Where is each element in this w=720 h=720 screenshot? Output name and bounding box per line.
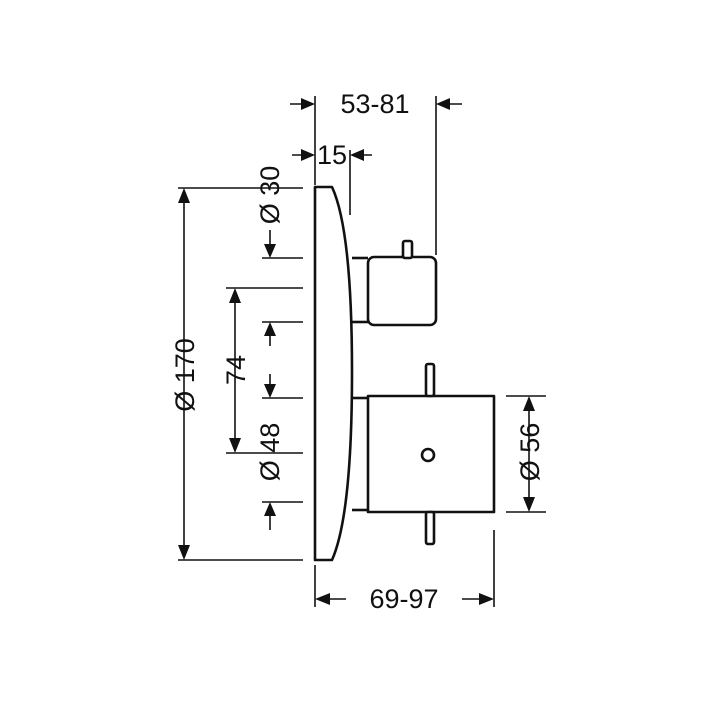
dim-label-handle-diameter: Ø 56 xyxy=(515,423,545,482)
dimension-labels: 53-81 15 Ø 30 Ø 170 74 Ø 48 Ø 56 69-97 xyxy=(170,89,545,614)
dim-label-depth-to-knob: 53-81 xyxy=(340,89,409,119)
dim-label-plate-diameter: Ø 170 xyxy=(170,338,200,412)
dimension-lines xyxy=(178,98,535,605)
dim-label-handle-hub-diameter: Ø 48 xyxy=(255,423,285,482)
dim-label-plate-offset: 15 xyxy=(317,140,347,170)
thermostat-knob xyxy=(366,255,438,327)
handle-lever-top xyxy=(424,362,436,398)
wall-plate-profile xyxy=(313,185,354,562)
dim-label-knob-diameter: Ø 30 xyxy=(255,166,285,225)
dim-label-depth-to-handle: 69-97 xyxy=(369,584,438,614)
extension-lines xyxy=(178,96,546,607)
handle-screw-icon xyxy=(420,447,436,463)
component-outline xyxy=(313,185,496,562)
handle-lever-bottom xyxy=(424,510,436,546)
knob-marker-pin xyxy=(401,239,414,260)
dim-label-axis-spacing: 74 xyxy=(221,355,251,385)
